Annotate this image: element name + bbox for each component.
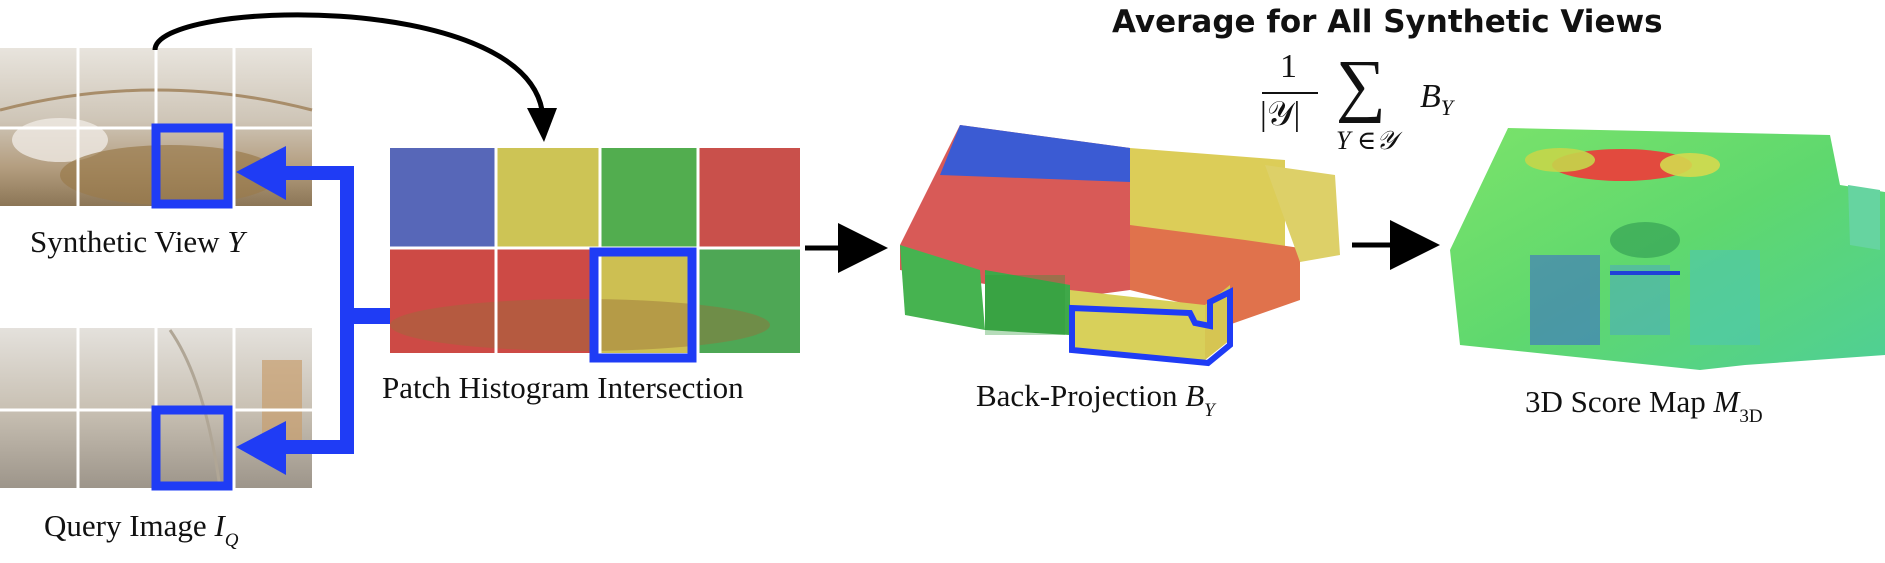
synthetic-view-text: Synthetic View bbox=[30, 224, 228, 259]
score-map-var: M bbox=[1713, 384, 1740, 419]
back-projection-label: Back-Projection BY bbox=[976, 378, 1215, 422]
formula-denominator: |𝒴| bbox=[1260, 96, 1301, 133]
back-projection-text: Back-Projection bbox=[976, 378, 1186, 413]
term-letter: B bbox=[1420, 78, 1441, 115]
synthetic-view-var: Y bbox=[227, 224, 245, 259]
term-subscript: Y bbox=[1440, 94, 1454, 120]
score-map-sub: 3D bbox=[1739, 406, 1763, 427]
query-image-label: Query Image IQ bbox=[44, 508, 239, 552]
score-map-text: 3D Score Map bbox=[1525, 384, 1714, 419]
curved-arrow bbox=[152, 12, 545, 111]
backprojection-patch-outline bbox=[1069, 287, 1233, 367]
query-image-text: Query Image bbox=[44, 508, 215, 543]
score-map-label: 3D Score Map M3D bbox=[1525, 384, 1763, 428]
back-projection-var: B bbox=[1185, 378, 1205, 413]
patch-histogram-label: Patch Histogram Intersection bbox=[382, 370, 744, 405]
formula-numerator: 1 bbox=[1280, 48, 1297, 85]
formula-term: BY bbox=[1420, 78, 1453, 121]
synthetic-patch-box bbox=[151, 123, 233, 209]
blue-connector bbox=[236, 146, 582, 475]
histogram-patch-box bbox=[589, 247, 697, 363]
score-map-model bbox=[1450, 128, 1885, 370]
title: Average for All Synthetic Views bbox=[1112, 4, 1663, 40]
average-formula: 1 |𝒴| ∑ Y ∈𝒴 BY bbox=[1258, 47, 1478, 178]
summation-subscript: Y ∈𝒴 bbox=[1336, 126, 1397, 155]
summation-symbol: ∑ bbox=[1336, 47, 1386, 124]
curved-arrowhead bbox=[527, 108, 557, 142]
fraction-bar bbox=[1262, 92, 1318, 94]
back-projection-model bbox=[900, 125, 1340, 360]
query-image-var: I bbox=[214, 508, 225, 543]
query-patch-box bbox=[151, 405, 233, 491]
back-projection-sub: Y bbox=[1204, 400, 1215, 421]
synthetic-view-label: Synthetic View Y bbox=[30, 224, 245, 260]
query-image-sub: Q bbox=[224, 530, 239, 551]
